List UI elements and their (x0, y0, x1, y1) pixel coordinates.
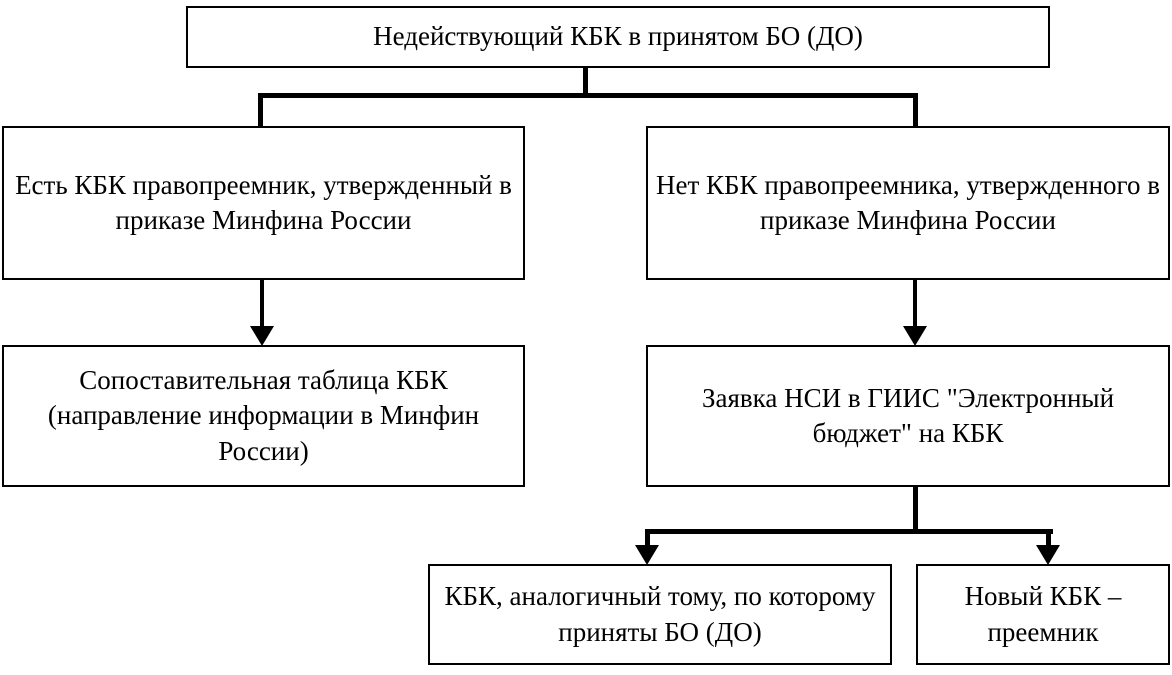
flow-node-root: Недействующий КБК в принятом БО (ДО) (186, 6, 1050, 68)
connector-root-to-right-branch (913, 93, 918, 128)
flow-node-left-outcome-label: Сопоставительная таблица КБК (направлени… (47, 365, 480, 466)
connector-action-to-bottom-left (645, 529, 650, 554)
flow-node-left-branch-label: Есть КБК правопреемник, утвержденный в п… (15, 169, 512, 235)
connector-left-branch-to-outcome (260, 280, 264, 330)
connector-action-stem (913, 487, 918, 533)
flow-node-right-action: Заявка НСИ в ГИИС "Электронный бюджет" н… (646, 345, 1170, 487)
flow-node-right-branch-label: Нет КБК правопреемника, утвержденного в … (656, 169, 1160, 235)
arrowhead-bottom-left-icon (635, 545, 659, 565)
connector-action-split-bar (645, 529, 1053, 534)
flow-node-bottom-left-label: КБК, аналогичный тому, по которому приня… (444, 581, 876, 647)
flow-node-right-branch: Нет КБК правопреемника, утвержденного в … (646, 126, 1170, 280)
connector-root-to-left-branch (258, 93, 263, 128)
connector-root-split-bar (258, 93, 918, 98)
arrowhead-right-action-icon (903, 326, 927, 346)
flow-node-root-label: Недействующий КБК в принятом БО (ДО) (373, 21, 863, 52)
flow-node-right-action-label: Заявка НСИ в ГИИС "Электронный бюджет" н… (701, 382, 1115, 448)
flow-node-bottom-left: КБК, аналогичный тому, по которому приня… (428, 564, 892, 665)
flow-node-bottom-right-label: Новый КБК – преемник (964, 581, 1122, 647)
arrowhead-bottom-right-icon (1036, 545, 1060, 565)
connector-root-stem (583, 68, 588, 96)
connector-right-branch-to-action (913, 280, 917, 330)
flow-node-left-outcome: Сопоставительная таблица КБК (направлени… (2, 345, 525, 487)
flow-node-bottom-right: Новый КБК – преемник (916, 564, 1170, 665)
arrowhead-left-outcome-icon (250, 326, 274, 346)
flow-node-left-branch: Есть КБК правопреемник, утвержденный в п… (2, 126, 525, 280)
connector-action-to-bottom-right (1046, 529, 1051, 554)
